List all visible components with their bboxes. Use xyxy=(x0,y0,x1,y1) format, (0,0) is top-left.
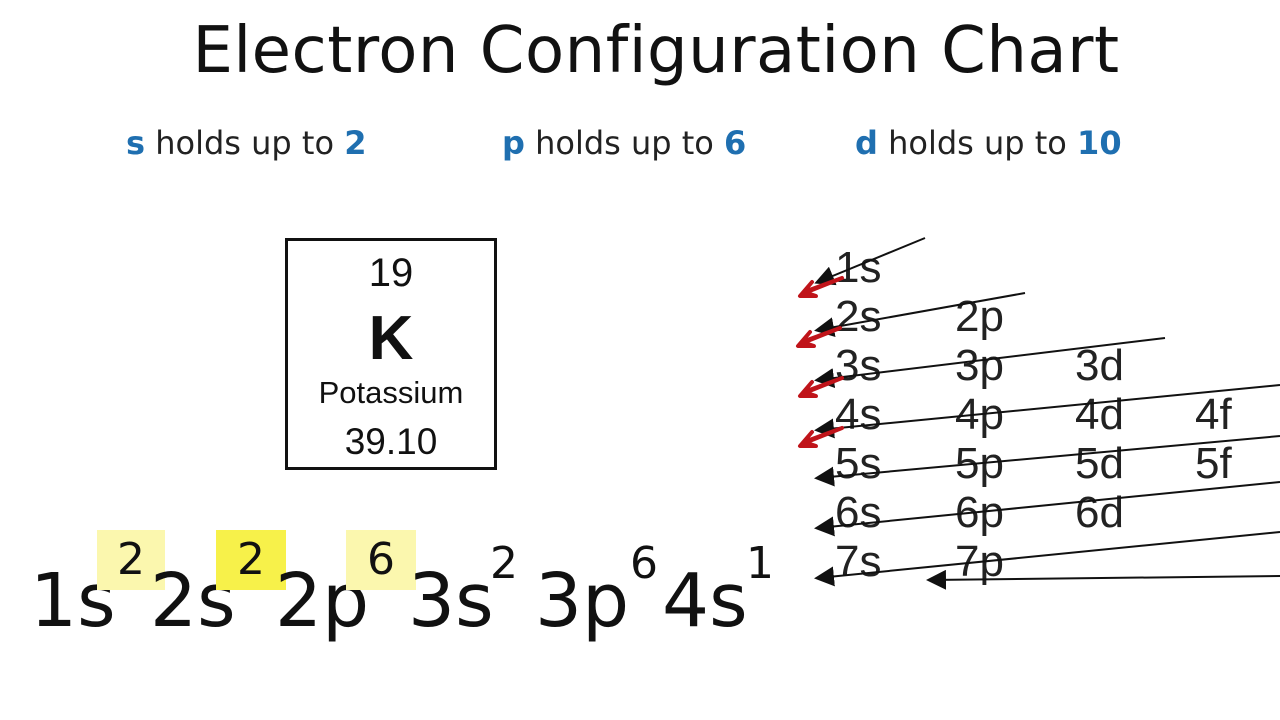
filling-order-line xyxy=(814,435,1280,487)
config-term-4s: 4s xyxy=(662,558,748,644)
config-exp-2s: 2 xyxy=(216,530,286,590)
filling-order-line xyxy=(926,569,1280,590)
rule-p-max: 6 xyxy=(724,124,747,162)
orbital-3p: 3p xyxy=(955,341,1004,390)
aufbau-diagram: 1s2s2p3s3p3d4s4p4d4f5s5p5d5f6s6p6d7s7p xyxy=(796,237,1280,590)
atomic-number: 19 xyxy=(368,251,414,295)
orbital-6d: 6d xyxy=(1075,488,1124,537)
config-exp-3s: 2 xyxy=(490,538,518,589)
rule-p: p holds up to 6 xyxy=(502,124,746,162)
rule-d-text: holds up to xyxy=(877,124,1078,162)
filling-order-line xyxy=(814,337,1166,389)
orbital-5f: 5f xyxy=(1195,439,1232,488)
red-arrow xyxy=(796,326,842,348)
element-tile-potassium: 19 K Potassium 39.10 xyxy=(285,238,497,470)
orbital-4f: 4f xyxy=(1195,390,1232,439)
orbital-3d: 3d xyxy=(1075,341,1124,390)
orbital-3s: 3s xyxy=(835,341,881,390)
rule-d-max: 10 xyxy=(1077,124,1122,162)
rule-p-orbital: p xyxy=(502,124,525,162)
config-exp-3p: 6 xyxy=(630,538,658,589)
config-exp-2p: 6 xyxy=(346,530,416,590)
rule-s-text: holds up to xyxy=(145,124,345,162)
page-title: Electron Configuration Chart xyxy=(192,14,1120,88)
element-name: Potassium xyxy=(318,375,464,410)
atomic-mass: 39.10 xyxy=(344,421,438,462)
orbital-2p: 2p xyxy=(955,292,1004,341)
rule-d-orbital: d xyxy=(855,124,878,162)
red-arrow xyxy=(798,276,844,298)
config-term-3p: 3p xyxy=(535,558,630,644)
orbital-5s: 5s xyxy=(835,439,881,488)
filling-order-line xyxy=(814,481,1280,537)
config-exp-4s: 1 xyxy=(746,538,774,589)
electron-configuration: 1s 2 2s 2 2p 6 3s 2 3p 6 4s 1 xyxy=(30,530,774,644)
config-exp-1s: 2 xyxy=(97,530,165,590)
config-term-3s: 3s xyxy=(408,558,494,644)
red-arrow xyxy=(798,376,844,398)
orbital-4s: 4s xyxy=(835,390,881,439)
orbital-6s: 6s xyxy=(835,488,881,537)
red-arrow xyxy=(798,426,844,448)
rule-s-orbital: s xyxy=(126,124,146,162)
filling-order-line xyxy=(814,384,1280,439)
rule-s-max: 2 xyxy=(344,124,367,162)
rule-s: s holds up to 2 xyxy=(126,124,366,162)
filling-order-line xyxy=(814,237,926,286)
rule-p-text: holds up to xyxy=(524,124,725,162)
orbital-2s: 2s xyxy=(835,292,881,341)
orbital-4d: 4d xyxy=(1075,390,1124,439)
orbital-5d: 5d xyxy=(1075,439,1124,488)
element-symbol: K xyxy=(368,304,414,373)
orbital-7s: 7s xyxy=(835,537,881,586)
rule-d: d holds up to 10 xyxy=(855,124,1122,162)
filling-order-line xyxy=(814,292,1026,338)
orbital-1s: 1s xyxy=(835,243,881,292)
filling-order-line xyxy=(814,531,1280,587)
